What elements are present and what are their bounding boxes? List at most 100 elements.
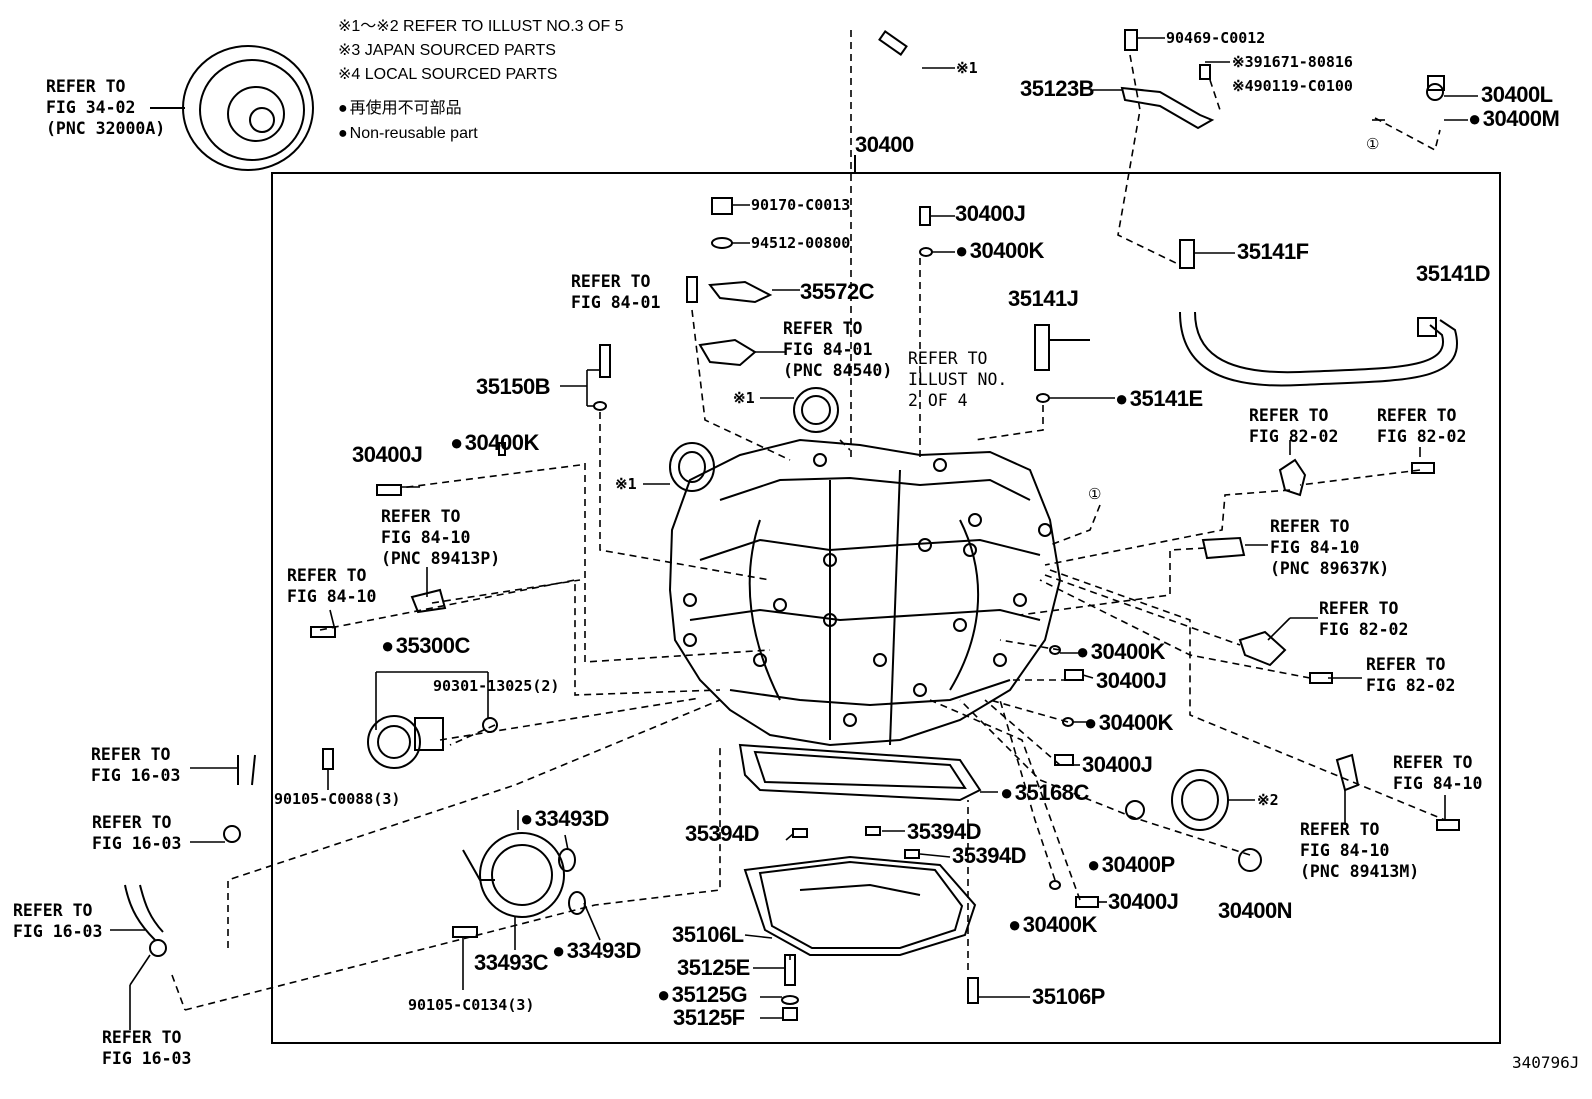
clamp-16-03-b [223,825,241,843]
sensor-82-02-a [1278,458,1307,497]
part-90119-c0100[interactable]: ※490119-C0100 [1232,77,1353,95]
ref-fig-84-10-a[interactable]: REFER TO FIG 84-10 (PNC 89413P) [381,507,501,568]
part-35123b[interactable]: 35123B [1020,76,1095,101]
part-94512-00800[interactable]: 94512-00800 [751,234,851,252]
part-35141f[interactable]: 35141F [1237,239,1309,264]
part-30400k-left[interactable]: 30400K [450,430,540,455]
ref-illust-2-of-4[interactable]: REFER TO ILLUST NO. 2 OF 4 [908,349,1008,410]
part-35394d-a[interactable]: 35394D [685,821,760,846]
legend-line-1: ※1～※2 REFER TO ILLUST NO.3 OF 5 [338,18,624,35]
legend-line-4: 再使用不可部品 [338,98,462,119]
ref-fig-16-03-a[interactable]: REFER TO FIG 16-03 [91,745,181,785]
part-35141e[interactable]: 35141E [1115,386,1203,411]
part-30400k-r3-label: 30400K [1022,912,1098,937]
legend-line-4-text: 再使用不可部品 [349,100,462,117]
part-30400k-r3[interactable]: 30400K [1008,912,1098,937]
part-35168c-label: 35168C [1014,780,1090,805]
hose-16-03-a [237,754,256,786]
sensor-89413p [410,588,447,614]
part-30400j-top[interactable]: 30400J [955,201,1026,226]
part-30400n[interactable]: 30400N [1218,898,1293,923]
ref-fig-84-10-e[interactable]: REFER TO FIG 84-10 (PNC 89413M) [1300,820,1420,881]
part-35125f[interactable]: 35125F [673,1005,745,1030]
legend-line-2: ※3 JAPAN SOURCED PARTS [338,42,556,59]
part-35141j[interactable]: 35141J [1008,286,1079,311]
sensor-82-02-c [1238,630,1287,667]
callout-star2: ※2 [1257,791,1279,809]
bracket-35123b [1120,86,1215,130]
part-35106p[interactable]: 35106P [1032,984,1105,1009]
ref-fig-82-02-d[interactable]: REFER TO FIG 82-02 [1366,655,1456,695]
ref-fig-84-10-c[interactable]: REFER TO FIG 84-10 (PNC 89637K) [1270,517,1390,578]
part-35125g-label: 35125G [671,982,748,1007]
part-30400[interactable]: 30400 [855,132,914,157]
union-35141f [1179,239,1195,269]
part-30400j-left[interactable]: 30400J [352,442,423,467]
part-33493c[interactable]: 33493C [474,950,549,975]
part-30400k-left-label: 30400K [464,430,540,455]
part-35141e-label: 35141E [1129,386,1203,411]
callout-star1-a: ※1 [733,389,755,407]
part-30400p[interactable]: 30400P [1087,854,1175,876]
sensor-89413m [1335,753,1360,792]
hose-16-03-c [124,884,164,941]
part-30400m[interactable]: 30400M [1468,106,1560,131]
seal-ring-left [669,442,715,492]
part-30400k-r1-label: 30400K [1090,639,1166,664]
plug-30400m [1426,83,1444,101]
part-35300c-label: 35300C [395,633,471,658]
assembly-frame [271,172,1501,1044]
part-30400k-r1[interactable]: 30400K [1076,639,1166,664]
ref-fig-82-02-b[interactable]: REFER TO FIG 82-02 [1377,406,1467,446]
part-90170-c0013[interactable]: 90170-C0013 [751,196,851,214]
torque-converter-icon [150,45,314,171]
part-91671-80816[interactable]: ※391671-80816 [1232,53,1353,71]
part-90105-c0134[interactable]: 90105-C0134(3) [408,996,535,1014]
part-35141d[interactable]: 35141D [1416,261,1491,286]
part-30400j-r1[interactable]: 30400J [1096,668,1167,693]
part-35168c[interactable]: 35168C [1000,780,1090,805]
oil-hose-35141d [1179,311,1458,387]
part-90469-c0012[interactable]: 90469-C0012 [1166,29,1266,47]
ref-fig-16-03-c[interactable]: REFER TO FIG 16-03 [13,901,103,941]
ref-fig-84-01-a[interactable]: REFER TO FIG 84-01 [571,272,661,312]
legend-line-3: ※4 LOCAL SOURCED PARTS [338,66,558,83]
part-35125g[interactable]: 35125G [657,982,748,1007]
oil-pan-icon [743,855,977,956]
bolts [310,29,1460,1004]
callout-star1-b: ※1 [615,475,637,493]
part-35394d-c[interactable]: 35394D [952,843,1027,868]
ref-fig-84-10-b[interactable]: REFER TO FIG 84-10 [287,566,377,606]
part-35150b[interactable]: 35150B [476,374,551,399]
part-30400j-r3[interactable]: 30400J [1108,889,1179,914]
part-33493d-a[interactable]: 33493D [520,806,610,831]
part-30400j-r2[interactable]: 30400J [1082,752,1153,777]
part-35572c[interactable]: 35572C [800,279,875,304]
ref-fig-34-02[interactable]: REFER TO FIG 34-02 (PNC 32000A) [46,77,166,138]
part-30400k-top[interactable]: 30400K [955,240,1045,262]
sensor-89637k [1201,536,1246,560]
part-90301-13025[interactable]: 90301-13025(2) [433,677,560,695]
ref-fig-16-03-b[interactable]: REFER TO FIG 16-03 [92,813,182,853]
ref-fig-82-02-a[interactable]: REFER TO FIG 82-02 [1249,406,1339,446]
ref-fig-84-10-d[interactable]: REFER TO FIG 84-10 [1393,753,1483,793]
part-33493d-b[interactable]: 33493D [552,940,642,962]
part-90105-c0088[interactable]: 90105-C0088(3) [274,790,401,808]
ref-fig-84-01-b[interactable]: REFER TO FIG 84-01 (PNC 84540) [783,319,893,380]
illustration-code: 340796J [1512,1053,1580,1072]
part-30400l[interactable]: 30400L [1481,82,1553,107]
pump-35300c [367,715,421,769]
part-30400k-r2[interactable]: 30400K [1084,710,1174,735]
ref-fig-16-03-d[interactable]: REFER TO FIG 16-03 [102,1028,192,1068]
union-35141j [1034,324,1050,371]
part-35125e[interactable]: 35125E [677,955,750,980]
part-35300c[interactable]: 35300C [381,633,471,658]
part-33493d-a-label: 33493D [534,806,610,831]
part-35394d-b[interactable]: 35394D [907,819,982,844]
ref-fig-82-02-c[interactable]: REFER TO FIG 82-02 [1319,599,1409,639]
part-30400k-r2-label: 30400K [1098,710,1174,735]
legend-line-5-text: Non-reusable part [349,125,478,142]
part-35106l[interactable]: 35106L [672,922,744,947]
plug-30400p [1125,800,1145,820]
part-30400m-label: 30400M [1482,106,1560,131]
